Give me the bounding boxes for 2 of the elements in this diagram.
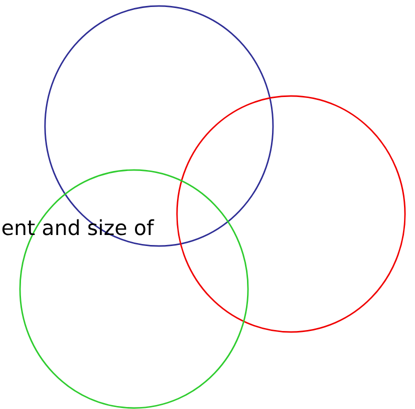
circle bbox=[44, 5, 274, 247]
circle bbox=[176, 95, 406, 333]
